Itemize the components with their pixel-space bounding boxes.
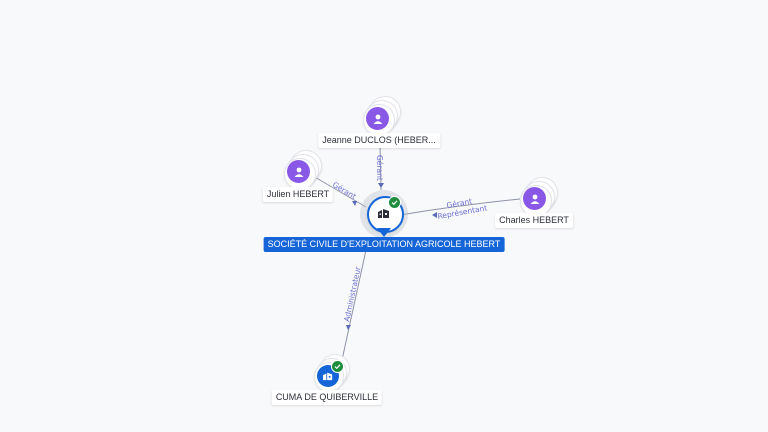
node-center-label: SOCIÉTÉ CIVILE D'EXPLOITATION AGRICOLE H… — [263, 237, 505, 252]
edge-julien — [312, 175, 367, 208]
node-cuma-label: CUMA DE QUIBERVILLE — [271, 390, 383, 405]
edge-jeanne-arrow — [378, 183, 384, 188]
pin-pointer-icon — [377, 228, 391, 237]
verified-check-icon — [331, 360, 344, 373]
edge-cuma-label: Administrateur — [342, 265, 363, 322]
edge-charles-arrow — [432, 212, 437, 218]
edge-charles-label: Gérant — [446, 197, 473, 210]
edge-charles — [399, 198, 521, 216]
verified-check-icon — [388, 196, 401, 209]
edge-julien-arrow — [352, 201, 357, 206]
node-julien-label: Julien HEBERT — [262, 187, 334, 202]
edge-cuma — [341, 249, 367, 361]
node-jeanne-label: Jeanne DUCLOS (HEBER... — [318, 133, 440, 148]
building-icon — [377, 206, 391, 218]
edge-jeanne — [379, 145, 382, 191]
edge-julien-label: Gérant — [331, 180, 358, 201]
person-icon — [523, 187, 546, 210]
person-icon — [287, 160, 310, 183]
node-charles-label: Charles HEBERT — [495, 213, 573, 228]
edge-cuma-arrow — [346, 325, 351, 330]
edge-jeanne-label: Gérant — [375, 155, 384, 181]
person-icon — [366, 107, 389, 130]
